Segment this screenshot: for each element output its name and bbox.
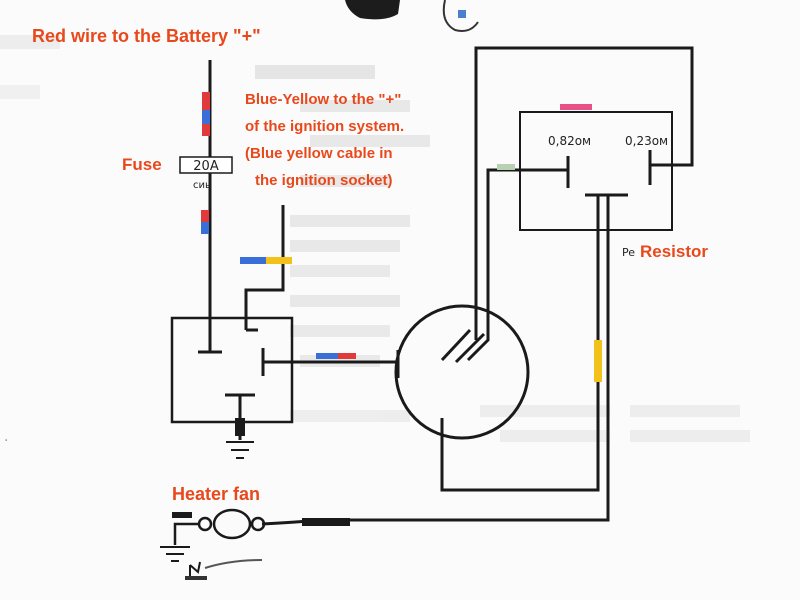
resistor-label: Resistor bbox=[640, 242, 708, 261]
ground-symbol-fan bbox=[160, 546, 190, 562]
blue-yellow-label: Blue-Yellow to the "+" of the ignition s… bbox=[245, 91, 404, 189]
heater-fan-label: Heater fan bbox=[172, 484, 260, 504]
resistor-block: 0,82ом 0,23ом bbox=[519, 111, 673, 231]
resistor-2-value: 0,23ом bbox=[625, 134, 668, 148]
wire-color-markers bbox=[201, 92, 602, 382]
red-wire-label: Red wire to the Battery "+" bbox=[32, 26, 261, 46]
ground-symbol-relay bbox=[226, 441, 254, 459]
fuse-sub-label: сиь bbox=[193, 180, 211, 191]
relay bbox=[170, 316, 294, 459]
resistor-1-value: 0,82ом bbox=[548, 134, 591, 148]
switch-to-resistor-top-wire bbox=[474, 46, 694, 340]
background-scan-text bbox=[0, 35, 750, 442]
blue-yellow-line-2: of the ignition system. bbox=[245, 118, 404, 135]
blue-yellow-line-4: the ignition socket) bbox=[255, 172, 393, 189]
resistor-prefix: Pe bbox=[622, 246, 635, 259]
heater-fan-motor bbox=[160, 508, 350, 580]
switch-to-resistor-left-wire bbox=[466, 168, 568, 362]
blue-yellow-line-1: Blue-Yellow to the "+" bbox=[245, 91, 401, 108]
margin-mark: · bbox=[4, 433, 8, 449]
blue-yellow-line-3: (Blue yellow cable in bbox=[245, 145, 393, 162]
ignition-wire bbox=[244, 205, 285, 330]
fuse: 20A сиь bbox=[179, 156, 233, 191]
fuse-value: 20A bbox=[193, 159, 219, 174]
fuse-label: Fuse bbox=[122, 155, 162, 174]
fan-speed-switch bbox=[394, 304, 530, 440]
photo-device-top bbox=[345, 0, 479, 32]
